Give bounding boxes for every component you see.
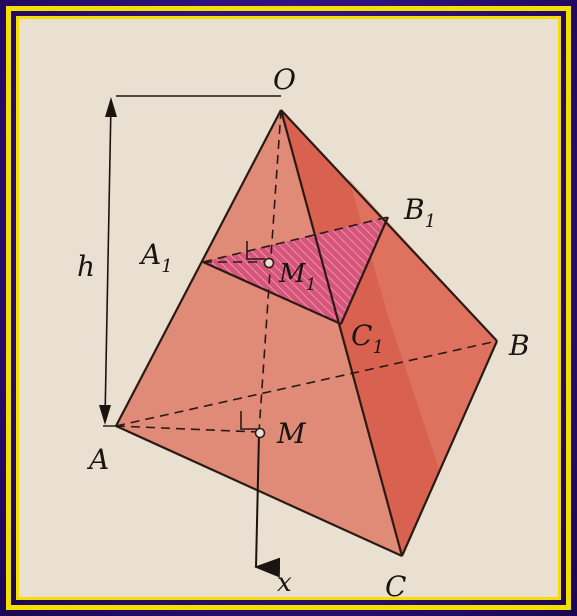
label-h: h [77, 250, 95, 283]
pyramid-diagram: O A B C A1 B1 C1 M M1 h x [19, 19, 558, 597]
height-arrow-up [105, 97, 117, 117]
outer-frame [6, 6, 571, 610]
edge-a1c1 [202, 260, 342, 326]
edge-ac [115, 424, 403, 558]
label-a1: A1 [138, 238, 173, 277]
point-m [254, 427, 266, 439]
label-m1: M1 [278, 259, 316, 295]
edge-b1c1 [339, 216, 390, 325]
label-c1: C1 [351, 319, 384, 358]
hidden-edges [115, 109, 498, 433]
visible-edges [115, 109, 499, 558]
edge-a1b1-hidden [202, 216, 389, 263]
edge-ab-hidden [115, 340, 498, 427]
label-o: O [273, 63, 296, 96]
edge-oc [279, 109, 404, 557]
right-angle-mark-m1 [246, 241, 265, 260]
face-oac [116, 110, 402, 556]
height-arrow-down [99, 405, 111, 425]
edge-ob [280, 109, 498, 342]
segment-am-hidden [115, 425, 260, 433]
edge-oa [115, 109, 282, 427]
section-hatching [203, 217, 388, 324]
figure-panel: O A B C A1 B1 C1 M M1 h x [16, 16, 561, 600]
right-angle-mark-m [240, 411, 257, 430]
label-a: A [86, 443, 109, 476]
point-m1 [263, 257, 275, 269]
height-dimension-line [104, 102, 112, 420]
face-obc-light [349, 179, 497, 469]
label-c: C [385, 570, 406, 597]
x-axis-arrow [254, 433, 281, 578]
edge-bc [400, 340, 499, 557]
height-om-hidden [258, 109, 282, 433]
label-b: B [508, 329, 530, 362]
label-b1: B1 [403, 193, 436, 232]
label-x: x [277, 568, 292, 597]
label-m: M [276, 417, 307, 450]
